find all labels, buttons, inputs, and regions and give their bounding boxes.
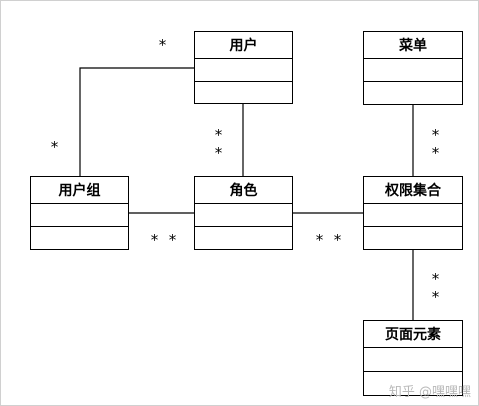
class-menu[interactable]: 菜单 [363,31,463,105]
mult-user-group-user-end: * [158,36,168,54]
class-permission-set-methods [364,227,462,249]
class-user-name: 用户 [195,32,292,59]
class-page-element-name: 页面元素 [364,321,462,348]
class-user-attributes [195,59,292,82]
class-user-group-attributes [31,204,128,227]
class-role-name: 角色 [195,177,292,204]
class-page-element-attributes [364,348,462,372]
assoc-user-group [79,67,195,178]
mult-group-role: * * [150,231,178,249]
mult-role-permission: * * [315,231,343,249]
class-role[interactable]: 角色 [194,176,293,250]
class-menu-attributes [364,59,462,82]
class-permission-set-name: 权限集合 [364,177,462,204]
class-user-group-methods [31,227,128,249]
class-user-methods [195,82,292,104]
class-page-element[interactable]: 页面元素 [363,320,463,396]
class-role-attributes [195,204,292,227]
mult-user-role: * * [214,126,224,162]
class-menu-name: 菜单 [364,32,462,59]
mult-menu-permission: * * [431,126,441,162]
class-menu-methods [364,82,462,104]
mult-user-group-group-end: * [50,138,60,156]
class-user-group[interactable]: 用户组 [30,176,129,250]
watermark: 知乎 @嘿嘿嘿 [388,385,471,400]
class-user[interactable]: 用户 [194,31,293,104]
class-role-methods [195,227,292,249]
class-permission-set-attributes [364,204,462,227]
class-permission-set[interactable]: 权限集合 [363,176,463,250]
class-user-group-name: 用户组 [31,177,128,204]
mult-permission-element: * * [431,270,441,306]
